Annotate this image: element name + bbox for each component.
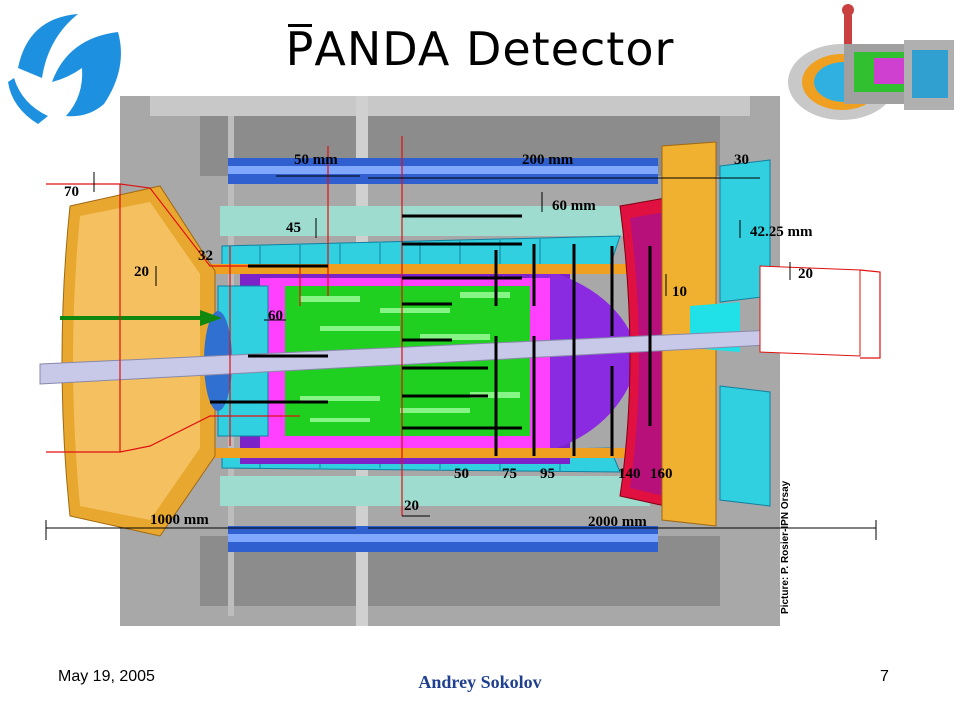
footer-date: May 19, 2005 [58,668,155,685]
page-number: 7 [880,668,889,685]
dim-label-75: 75 [502,466,517,482]
dim-label-60: 60 [268,308,283,324]
detector-diagram: 50 mm 200 mm 30 70 60 mm 45 42.25 mm 32 … [39,96,881,626]
title-text: ANDA Detector [314,22,675,76]
institution-logo-icon [8,14,121,124]
dim-label-20-right: 20 [798,266,813,282]
dim-label-45: 45 [286,220,301,236]
dim-label-10: 10 [672,284,687,300]
picture-credit: Picture: P. Rosier-IPN Orsay [780,480,791,614]
dim-label-20-left: 20 [134,264,149,280]
dim-label-140: 140 [618,466,641,482]
dim-label-20-bottom: 20 [404,498,419,514]
dim-label-1000mm: 1000 mm [150,512,209,528]
slide-title: PANDA Detector [0,22,960,76]
dim-label-30: 30 [734,152,749,168]
dim-label-200mm: 200 mm [522,152,574,168]
dim-label-95: 95 [540,466,555,482]
footer-author: Andrey Sokolov [418,672,542,692]
title-overbar-letter: P [285,22,315,76]
dim-label-50mm: 50 mm [294,152,338,168]
dim-label-2000mm: 2000 mm [588,514,647,530]
dim-label-70: 70 [64,184,79,200]
dim-label-4225mm: 42.25 mm [750,224,813,240]
detector-thumbnail-icon [784,0,960,124]
forward-detector-bottom [719,385,771,507]
dim-label-160: 160 [650,466,673,482]
dim-label-60mm: 60 mm [552,198,596,214]
dim-label-50: 50 [454,466,469,482]
dim-label-32: 32 [198,248,213,264]
